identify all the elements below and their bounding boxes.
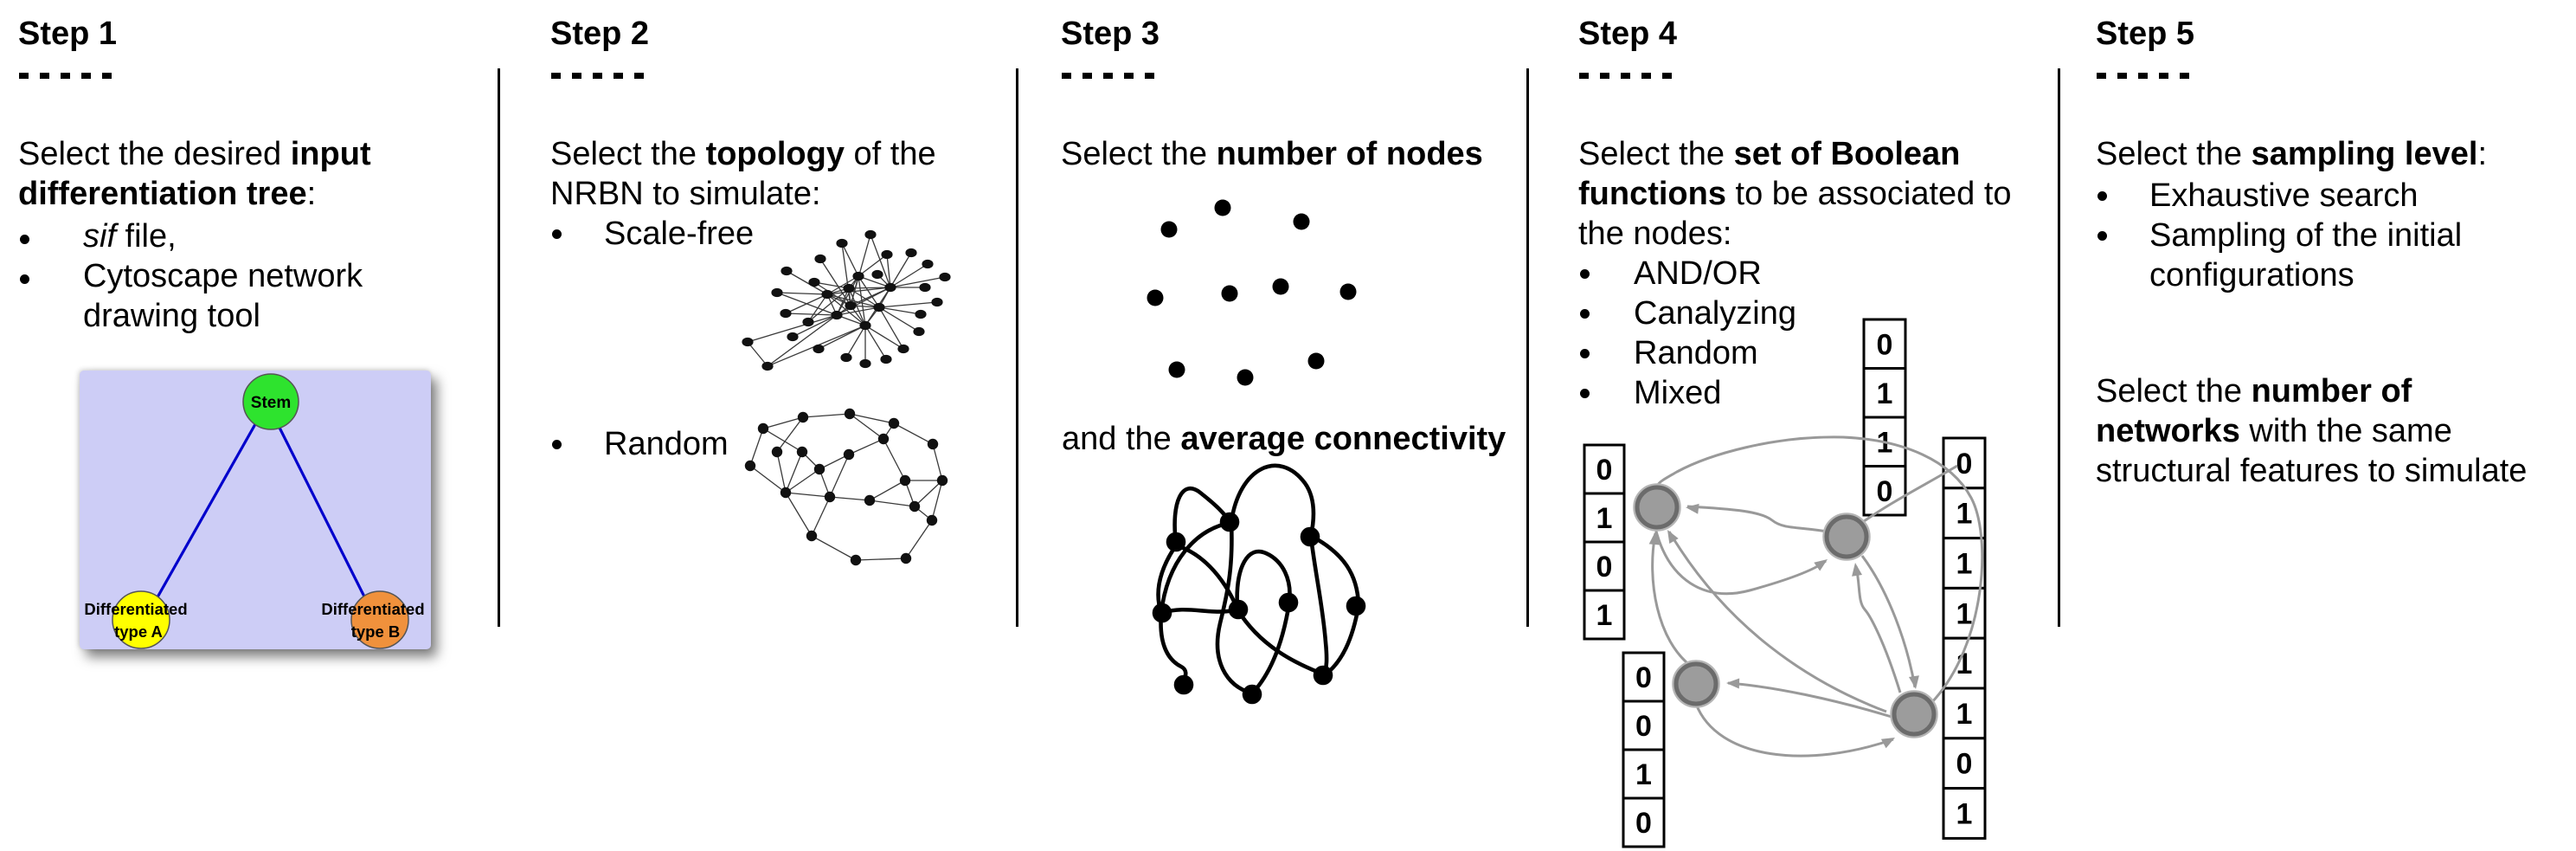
svg-text:1: 1 xyxy=(1956,698,1973,731)
svg-text:1: 1 xyxy=(1956,548,1973,581)
svg-text:0: 0 xyxy=(1596,454,1613,487)
svg-text:1: 1 xyxy=(1877,426,1893,459)
svg-text:Stem: Stem xyxy=(251,394,291,412)
svg-text:1: 1 xyxy=(1596,599,1613,632)
svg-text:type A: type A xyxy=(114,622,163,641)
svg-text:1: 1 xyxy=(1956,648,1973,680)
svg-text:1: 1 xyxy=(1956,498,1973,531)
svg-text:0: 0 xyxy=(1596,551,1613,583)
svg-text:1: 1 xyxy=(1635,758,1652,791)
svg-text:0: 0 xyxy=(1956,448,1973,480)
svg-text:1: 1 xyxy=(1877,377,1893,410)
svg-text:0: 0 xyxy=(1635,710,1652,743)
svg-text:0: 0 xyxy=(1877,328,1893,361)
svg-text:1: 1 xyxy=(1956,798,1973,831)
svg-text:0: 0 xyxy=(1956,748,1973,781)
svg-text:Differentiated: Differentiated xyxy=(84,600,187,618)
svg-text:Differentiated: Differentiated xyxy=(321,600,424,618)
svg-text:0: 0 xyxy=(1877,475,1893,508)
svg-text:0: 0 xyxy=(1635,661,1652,694)
svg-text:0: 0 xyxy=(1635,807,1652,840)
svg-text:1: 1 xyxy=(1596,502,1613,535)
svg-text:1: 1 xyxy=(1956,597,1973,630)
svg-text:type B: type B xyxy=(351,622,401,641)
